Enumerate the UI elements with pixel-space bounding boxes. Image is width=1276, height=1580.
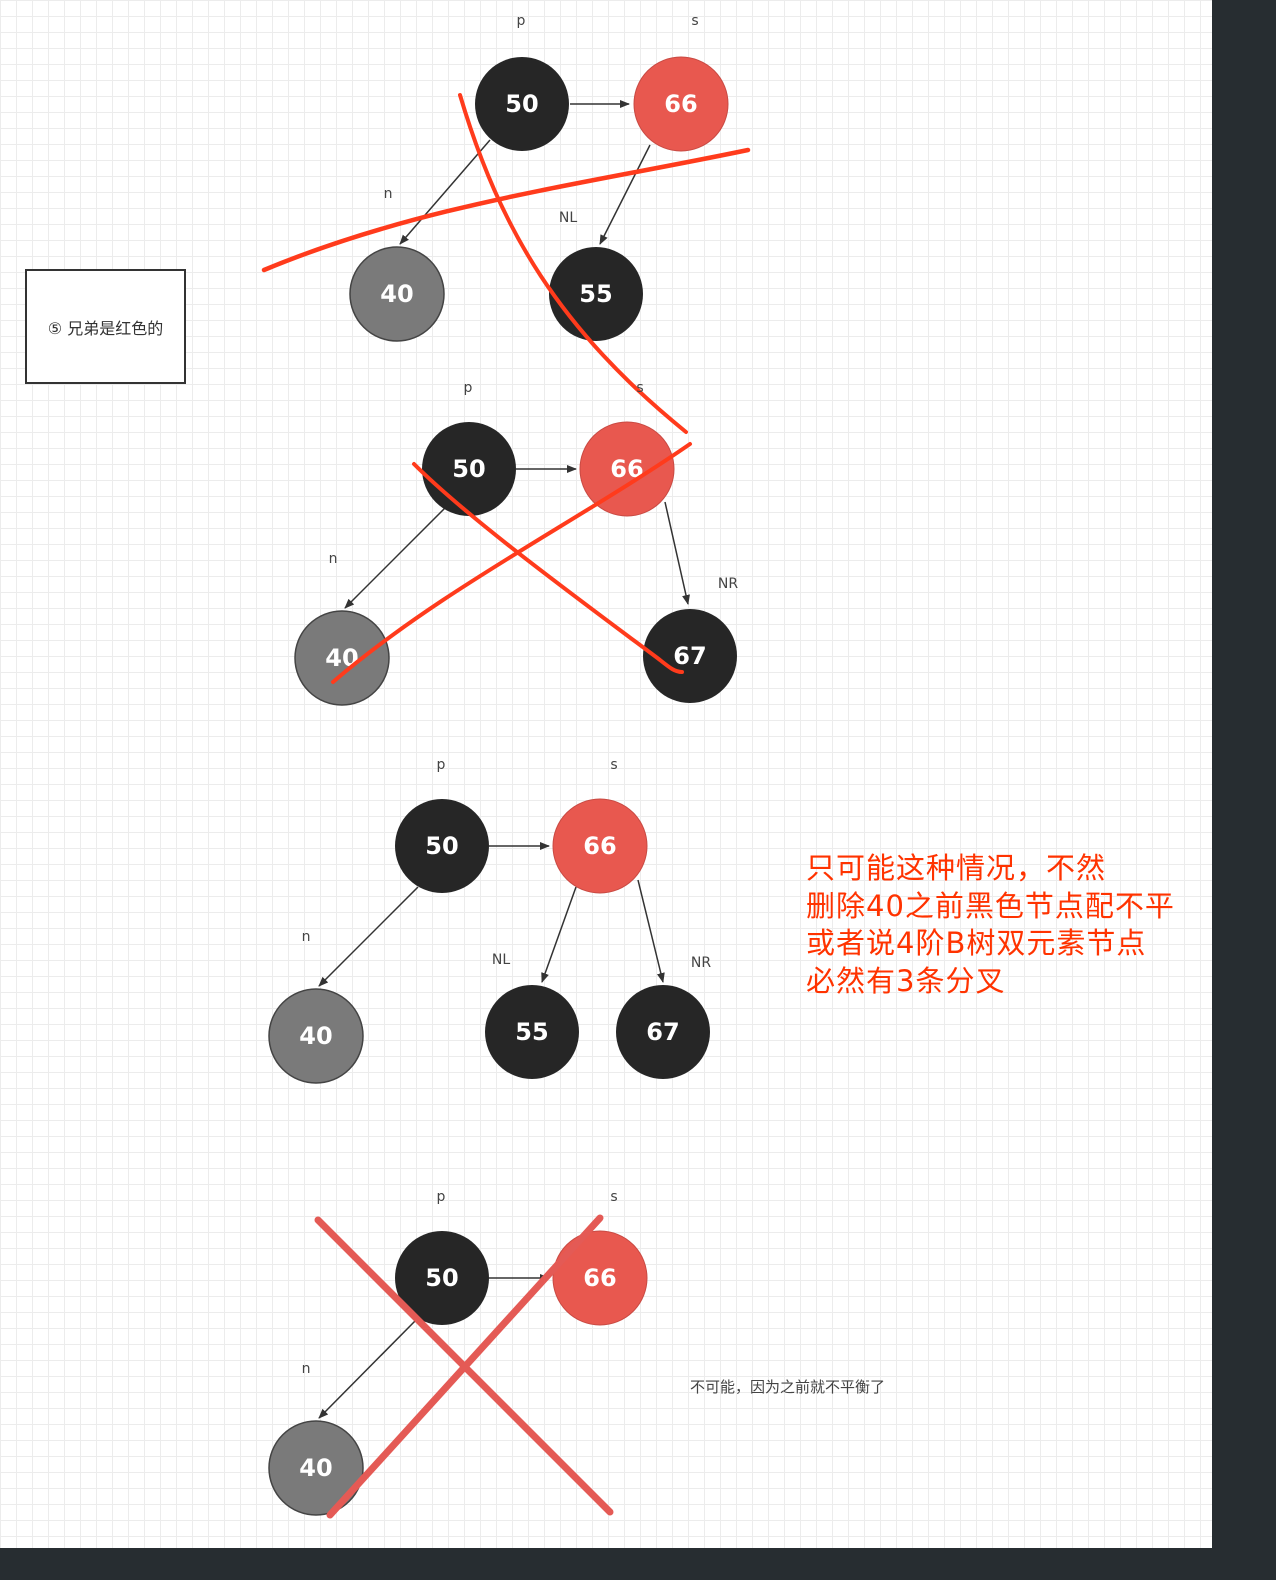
- cross-stroke: [412, 462, 684, 674]
- edge-p-n: [399, 139, 491, 245]
- node-label: NL: [492, 952, 510, 968]
- edge-p-n: [318, 1317, 419, 1419]
- case-label-box: ⑤ 兄弟是红色的: [25, 269, 186, 384]
- diagram-4: 50 66 40 p s n: [268, 1189, 648, 1519]
- node-p: [475, 57, 569, 151]
- edge-s-nl: [541, 886, 577, 983]
- node-value: 50: [505, 90, 538, 118]
- node-label: s: [610, 1189, 617, 1205]
- node-nr: [616, 985, 710, 1079]
- annotation-line: 只可能这种情况，不然: [806, 851, 1107, 885]
- scribble-line: [261, 147, 751, 273]
- annotation-line: 删除40之前黑色节点配不平: [806, 888, 1175, 923]
- impossible-note: 不可能，因为之前就不平衡了: [690, 1378, 886, 1396]
- node-label: p: [464, 380, 473, 396]
- cross-stroke: [331, 442, 692, 684]
- diagram-canvas: 50 66 40 55 p s n NL 50 66 40 67 p s: [0, 0, 1212, 1548]
- node-label: p: [437, 757, 446, 773]
- node-label: NR: [718, 576, 738, 592]
- annotation-line: 或者说4阶B树双元素节点: [806, 926, 1147, 961]
- node-label: p: [517, 13, 526, 29]
- node-n: [294, 610, 390, 706]
- node-value: 67: [673, 642, 706, 670]
- edge-s-nr: [637, 879, 665, 983]
- edge-s-nl: [599, 144, 651, 245]
- node-label: n: [384, 186, 393, 202]
- node-value: 67: [646, 1018, 679, 1046]
- node-label: s: [610, 757, 617, 773]
- big-cross-stroke: [326, 1214, 604, 1519]
- node-value: 66: [664, 90, 697, 118]
- node-s: [552, 798, 648, 894]
- node-label: NR: [691, 955, 711, 971]
- node-s: [579, 421, 675, 517]
- node-value: 50: [425, 832, 458, 860]
- diagram-3: 50 66 40 55 67 p s n NL NR: [268, 757, 711, 1084]
- node-label: NL: [559, 210, 577, 226]
- node-label: n: [302, 929, 311, 945]
- node-n: [268, 1420, 364, 1516]
- edge-p-n: [318, 886, 419, 987]
- node-value: 55: [579, 280, 612, 308]
- node-label: n: [302, 1361, 311, 1377]
- edge-p-n: [344, 507, 446, 609]
- edge-s-nr: [664, 501, 690, 605]
- scribble-line: [458, 93, 688, 434]
- node-value: 66: [583, 1264, 616, 1292]
- node-p: [395, 1231, 489, 1325]
- handwritten-annotation: 只可能这种情况，不然 删除40之前黑色节点配不平 或者说4阶B树双元素节点 必然…: [806, 850, 1266, 1001]
- case-label: ⑤ 兄弟是红色的: [47, 318, 164, 338]
- tree-diagrams: 50 66 40 55 p s n NL 50 66 40 67 p s: [261, 13, 751, 1519]
- node-value: 66: [583, 832, 616, 860]
- node-label: s: [691, 13, 698, 29]
- diagram-2: 50 66 40 67 p s n NR: [294, 380, 738, 706]
- node-nr: [643, 609, 737, 703]
- node-value: 40: [325, 644, 358, 672]
- node-nl: [485, 985, 579, 1079]
- node-value: 55: [515, 1018, 548, 1046]
- diagram-1: 50 66 40 55 p s n NL: [261, 13, 751, 434]
- node-n: [349, 246, 445, 342]
- node-value: 40: [299, 1022, 332, 1050]
- node-value: 40: [380, 280, 413, 308]
- node-s: [552, 1230, 648, 1326]
- node-label: n: [329, 551, 338, 567]
- node-value: 50: [425, 1264, 458, 1292]
- annotation-line: 必然有3条分叉: [806, 964, 1006, 999]
- node-n: [268, 988, 364, 1084]
- node-s: [633, 56, 729, 152]
- node-p: [395, 799, 489, 893]
- node-label: p: [437, 1189, 446, 1205]
- node-value: 50: [452, 455, 485, 483]
- node-value: 40: [299, 1454, 332, 1482]
- node-label: s: [636, 380, 643, 396]
